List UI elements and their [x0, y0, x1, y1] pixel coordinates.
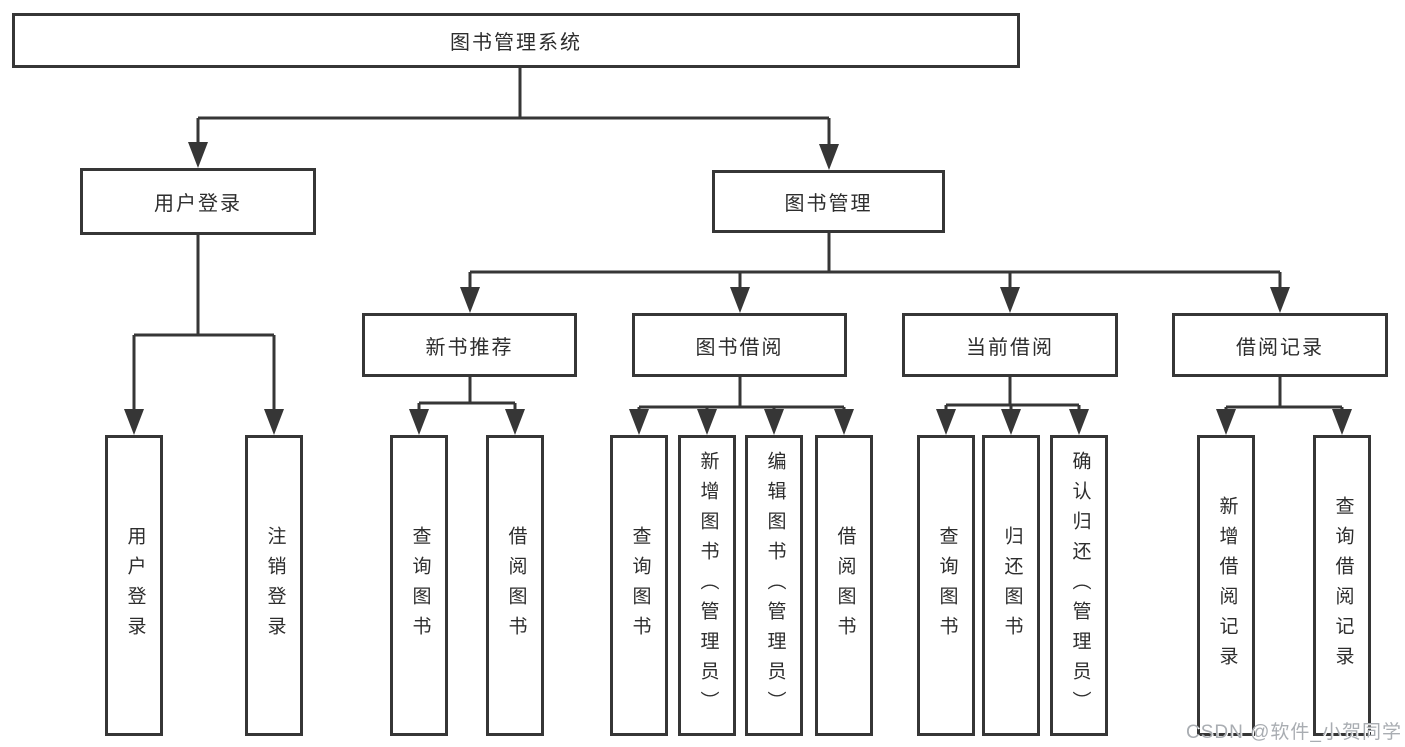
leaf-label: 查询借阅记录	[1332, 495, 1354, 676]
leaf-label: 用户登录	[124, 525, 146, 646]
leaf-borrow-books-recommend: 借阅图书	[486, 435, 544, 736]
node-label: 用户登录	[154, 193, 242, 215]
node-current-borrowing: 当前借阅	[902, 313, 1118, 377]
node-new-book-recommend: 新书推荐	[362, 313, 577, 377]
node-library-management-system: 图书管理系统	[12, 13, 1020, 68]
leaf-label: 查询图书	[936, 525, 958, 646]
leaf-confirm-return-admin: 确认归还（管理员）	[1050, 435, 1108, 736]
leaf-borrow-books: 借阅图书	[815, 435, 873, 736]
node-borrowing-records: 借阅记录	[1172, 313, 1388, 377]
leaf-label: 确认归还（管理员）	[1069, 450, 1091, 721]
node-label: 借阅记录	[1236, 336, 1324, 359]
node-user-login: 用户登录	[80, 168, 316, 235]
leaf-label: 归还图书	[1001, 525, 1023, 646]
leaf-label: 借阅图书	[834, 525, 856, 646]
leaf-label: 借阅图书	[505, 525, 527, 646]
leaf-user-login: 用户登录	[105, 435, 163, 736]
leaf-label: 注销登录	[264, 525, 286, 646]
leaf-edit-books-admin: 编辑图书（管理员）	[745, 435, 803, 736]
node-label: 图书管理	[784, 193, 873, 215]
node-label: 当前借阅	[966, 336, 1054, 359]
leaf-label: 新增借阅记录	[1216, 495, 1238, 676]
leaf-add-books-admin: 新增图书（管理员）	[678, 435, 736, 736]
leaf-query-books-recommend: 查询图书	[390, 435, 448, 736]
leaf-label: 查询图书	[409, 525, 431, 646]
leaf-logout: 注销登录	[245, 435, 303, 736]
leaf-return-books: 归还图书	[982, 435, 1040, 736]
node-book-management: 图书管理	[712, 170, 945, 233]
node-label: 新书推荐	[425, 336, 514, 359]
node-label: 图书借阅	[695, 336, 784, 359]
leaf-add-borrow-record: 新增借阅记录	[1197, 435, 1255, 736]
arrowheads	[124, 142, 1352, 435]
watermark: CSDN @软件_小贺同学	[1186, 722, 1402, 743]
leaf-label: 新增图书（管理员）	[697, 450, 719, 721]
node-label: 图书管理系统	[450, 32, 582, 54]
leaf-query-borrow-record: 查询借阅记录	[1313, 435, 1371, 736]
node-book-borrowing: 图书借阅	[632, 313, 847, 377]
leaf-query-books-borrow: 查询图书	[610, 435, 668, 736]
leaf-label: 编辑图书（管理员）	[764, 450, 786, 721]
leaf-label: 查询图书	[629, 525, 651, 646]
leaf-query-books-current: 查询图书	[917, 435, 975, 736]
